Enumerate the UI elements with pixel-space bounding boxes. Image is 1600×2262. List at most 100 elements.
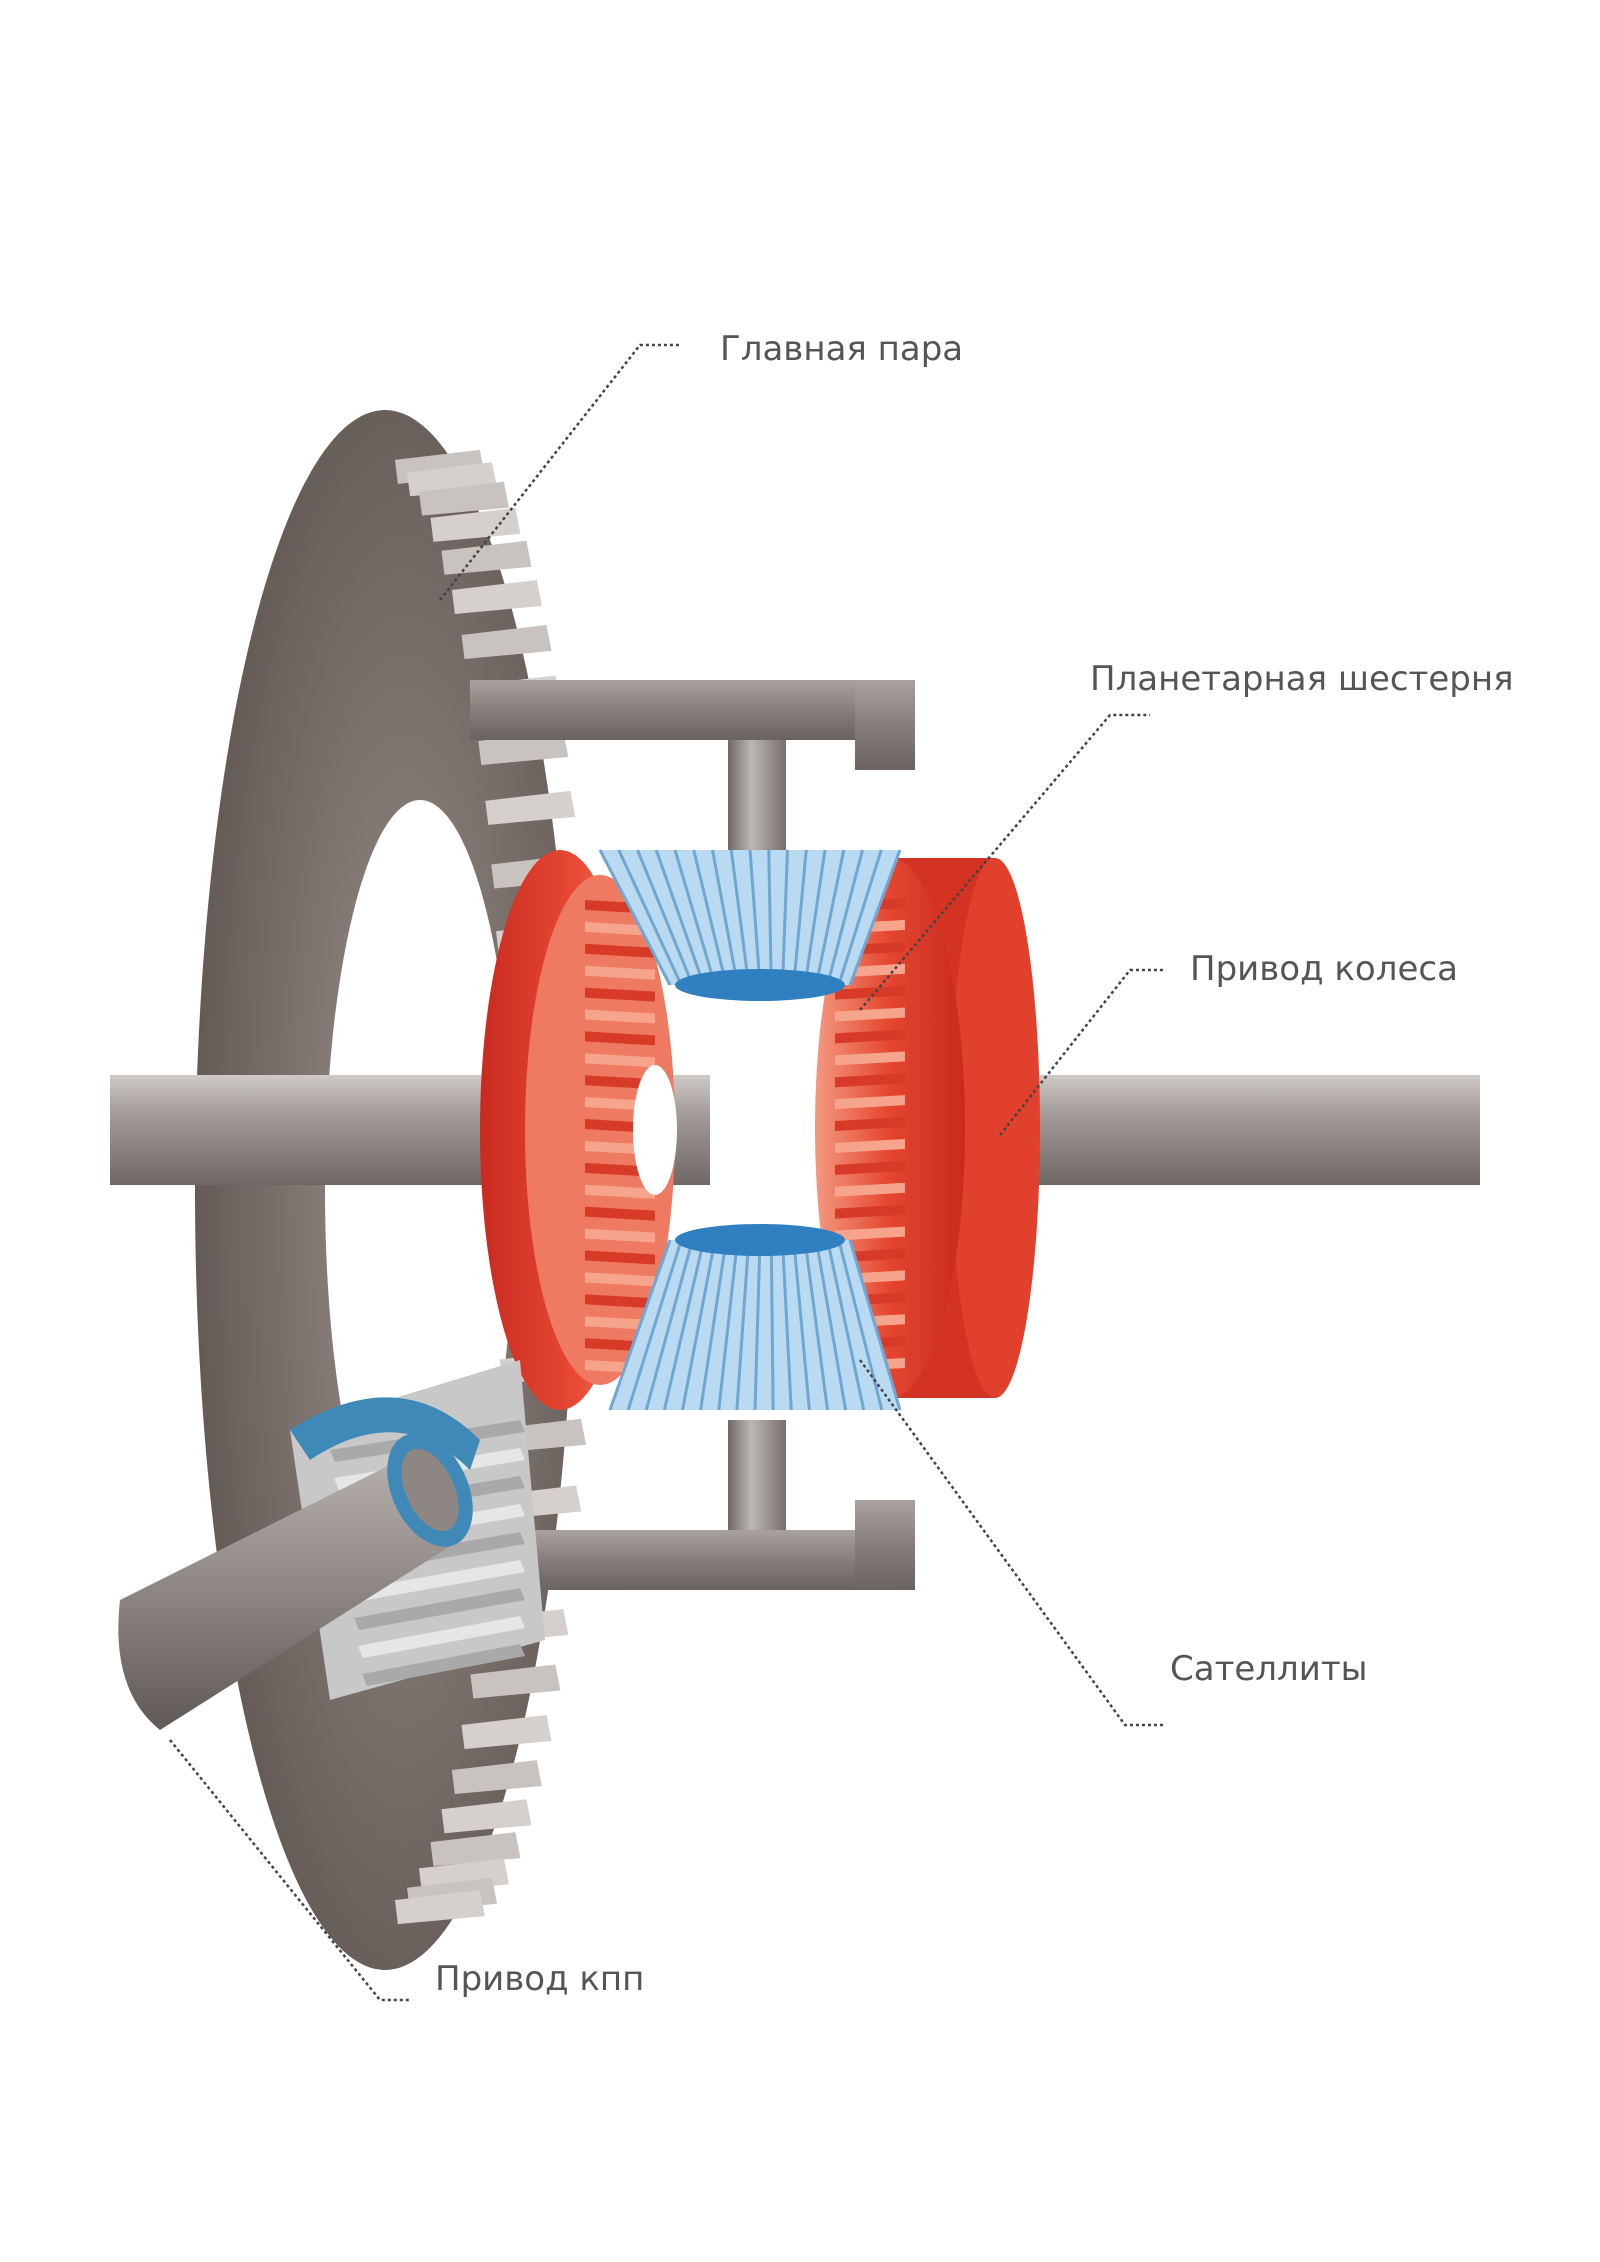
pinion-ring (290, 1397, 480, 1470)
drive-pinion (118, 1360, 545, 1730)
ring-gear-tooth (441, 1799, 532, 1834)
satellite-tooth (803, 849, 827, 986)
ring-gear-tooth (430, 1832, 521, 1867)
satellite-tooth (826, 1239, 866, 1411)
satellite-tooth (617, 849, 683, 986)
satellite-tooth (711, 849, 739, 986)
satellite-tooth (735, 1239, 751, 1411)
leader-main-pair (439, 343, 680, 601)
side-gear-tooth (585, 965, 655, 980)
side-gear-tooth (585, 1184, 655, 1199)
satellite-tooth (826, 849, 864, 986)
satellite-tooth (662, 1239, 706, 1411)
side-gear-tooth (835, 1182, 905, 1197)
ring-gear-tooth (430, 507, 521, 542)
satellite-pin-bottom (728, 1420, 786, 1530)
satellite-tooth (636, 849, 694, 986)
satellite-tooth (654, 849, 706, 986)
satellite-tooth (848, 849, 902, 986)
ring-gear-tooth (418, 481, 509, 516)
satellite-tooth (729, 849, 751, 986)
leader-lines (169, 343, 1165, 2002)
satellite-tooth (644, 1239, 694, 1411)
side-gear-tooth (585, 1009, 655, 1024)
ring-gear-tooth (451, 1760, 542, 1795)
satellite-tooth (598, 849, 672, 986)
satellite-pin-top (728, 740, 786, 850)
satellite-hub-top (675, 969, 845, 1001)
side-gear-tooth (585, 1031, 655, 1046)
side-gear-tooth (585, 1075, 655, 1090)
side-gear-tooth (835, 1007, 905, 1022)
satellite-gear-top (598, 849, 902, 1001)
side-gear-tooth (835, 1138, 905, 1153)
label-main-pair: Главная пара (720, 329, 963, 369)
satellite-tooth (608, 1239, 672, 1411)
side-gear-tooth (585, 1272, 655, 1287)
side-gear-tooth (585, 1316, 655, 1331)
side-gear-tooth (835, 985, 905, 1000)
side-gear-tooth (585, 1053, 655, 1068)
carrier-top-end (855, 680, 915, 770)
satellite-tooth (803, 1239, 829, 1411)
side-gear-tooth (585, 1228, 655, 1243)
side-gear-tooth (835, 1160, 905, 1175)
side-gear-tooth (835, 1095, 905, 1110)
side-gear-tooth (585, 1206, 655, 1221)
label-wheel-drive: Привод колеса (1190, 949, 1458, 989)
satellite-tooth (792, 849, 808, 986)
satellite-tooth (699, 1239, 728, 1411)
satellite-tooth (767, 849, 773, 986)
side-gear-tooth (835, 1051, 905, 1066)
leader-satellites (858, 1359, 1165, 1727)
satellite-tooth (681, 1239, 717, 1411)
pinion-tooth (350, 1560, 525, 1602)
satellite-tooth (781, 1239, 793, 1411)
label-gearbox-drive: Привод кпп (435, 1959, 644, 1999)
leader-gearbox-drive (169, 1739, 410, 2002)
ring-gear-tooth (461, 625, 552, 660)
side-gear-tooth (585, 1294, 655, 1309)
side-gear-tooth (835, 1073, 905, 1088)
side-gear-tooth (835, 1117, 905, 1132)
side-gear-tooth (835, 1029, 905, 1044)
side-gear-tooth (585, 987, 655, 1002)
pinion-tooth (358, 1616, 525, 1658)
pinion-tooth (354, 1588, 525, 1630)
leader-wheel-drive (999, 968, 1165, 1136)
satellite-tooth (781, 849, 789, 986)
carrier-top-bar (470, 680, 915, 740)
label-planet-gear: Планетарная шестерня (1090, 659, 1514, 699)
satellite-tooth (753, 1239, 762, 1411)
side-gear-left (480, 850, 677, 1410)
side-gear-tooth (585, 1250, 655, 1265)
satellite-tooth (692, 849, 728, 986)
satellite-tooth (814, 849, 846, 986)
satellite-bottom-teeth (608, 1239, 902, 1411)
satellite-tooth (848, 1239, 902, 1411)
pinion-tooth (362, 1644, 525, 1686)
side-gear-left-teeth (585, 900, 655, 1374)
satellite-tooth (837, 849, 883, 986)
side-gear-tooth (835, 1226, 905, 1241)
satellite-tooth (626, 1239, 683, 1411)
label-satellites: Сателлиты (1170, 1649, 1368, 1689)
satellite-tooth (673, 849, 717, 986)
satellite-tooth (748, 849, 762, 986)
side-gear-tooth (585, 943, 655, 958)
leader-planet-gear (859, 713, 1150, 1011)
satellite-tooth (792, 1239, 811, 1411)
satellite-gear-bottom (608, 1224, 902, 1411)
side-gear-tooth (835, 1204, 905, 1219)
ring-gear-tooth (394, 1890, 485, 1925)
satellite-tooth (814, 1239, 848, 1411)
carrier-frame (470, 680, 915, 1590)
ring-gear-tooth (461, 1714, 552, 1749)
satellite-tooth (769, 1239, 775, 1411)
satellite-top-teeth (598, 849, 902, 986)
ring-gear-tooth (441, 540, 532, 575)
ring-gear-tooth (451, 579, 542, 614)
satellite-hub-bottom (675, 1224, 845, 1256)
satellite-tooth (717, 1239, 739, 1411)
